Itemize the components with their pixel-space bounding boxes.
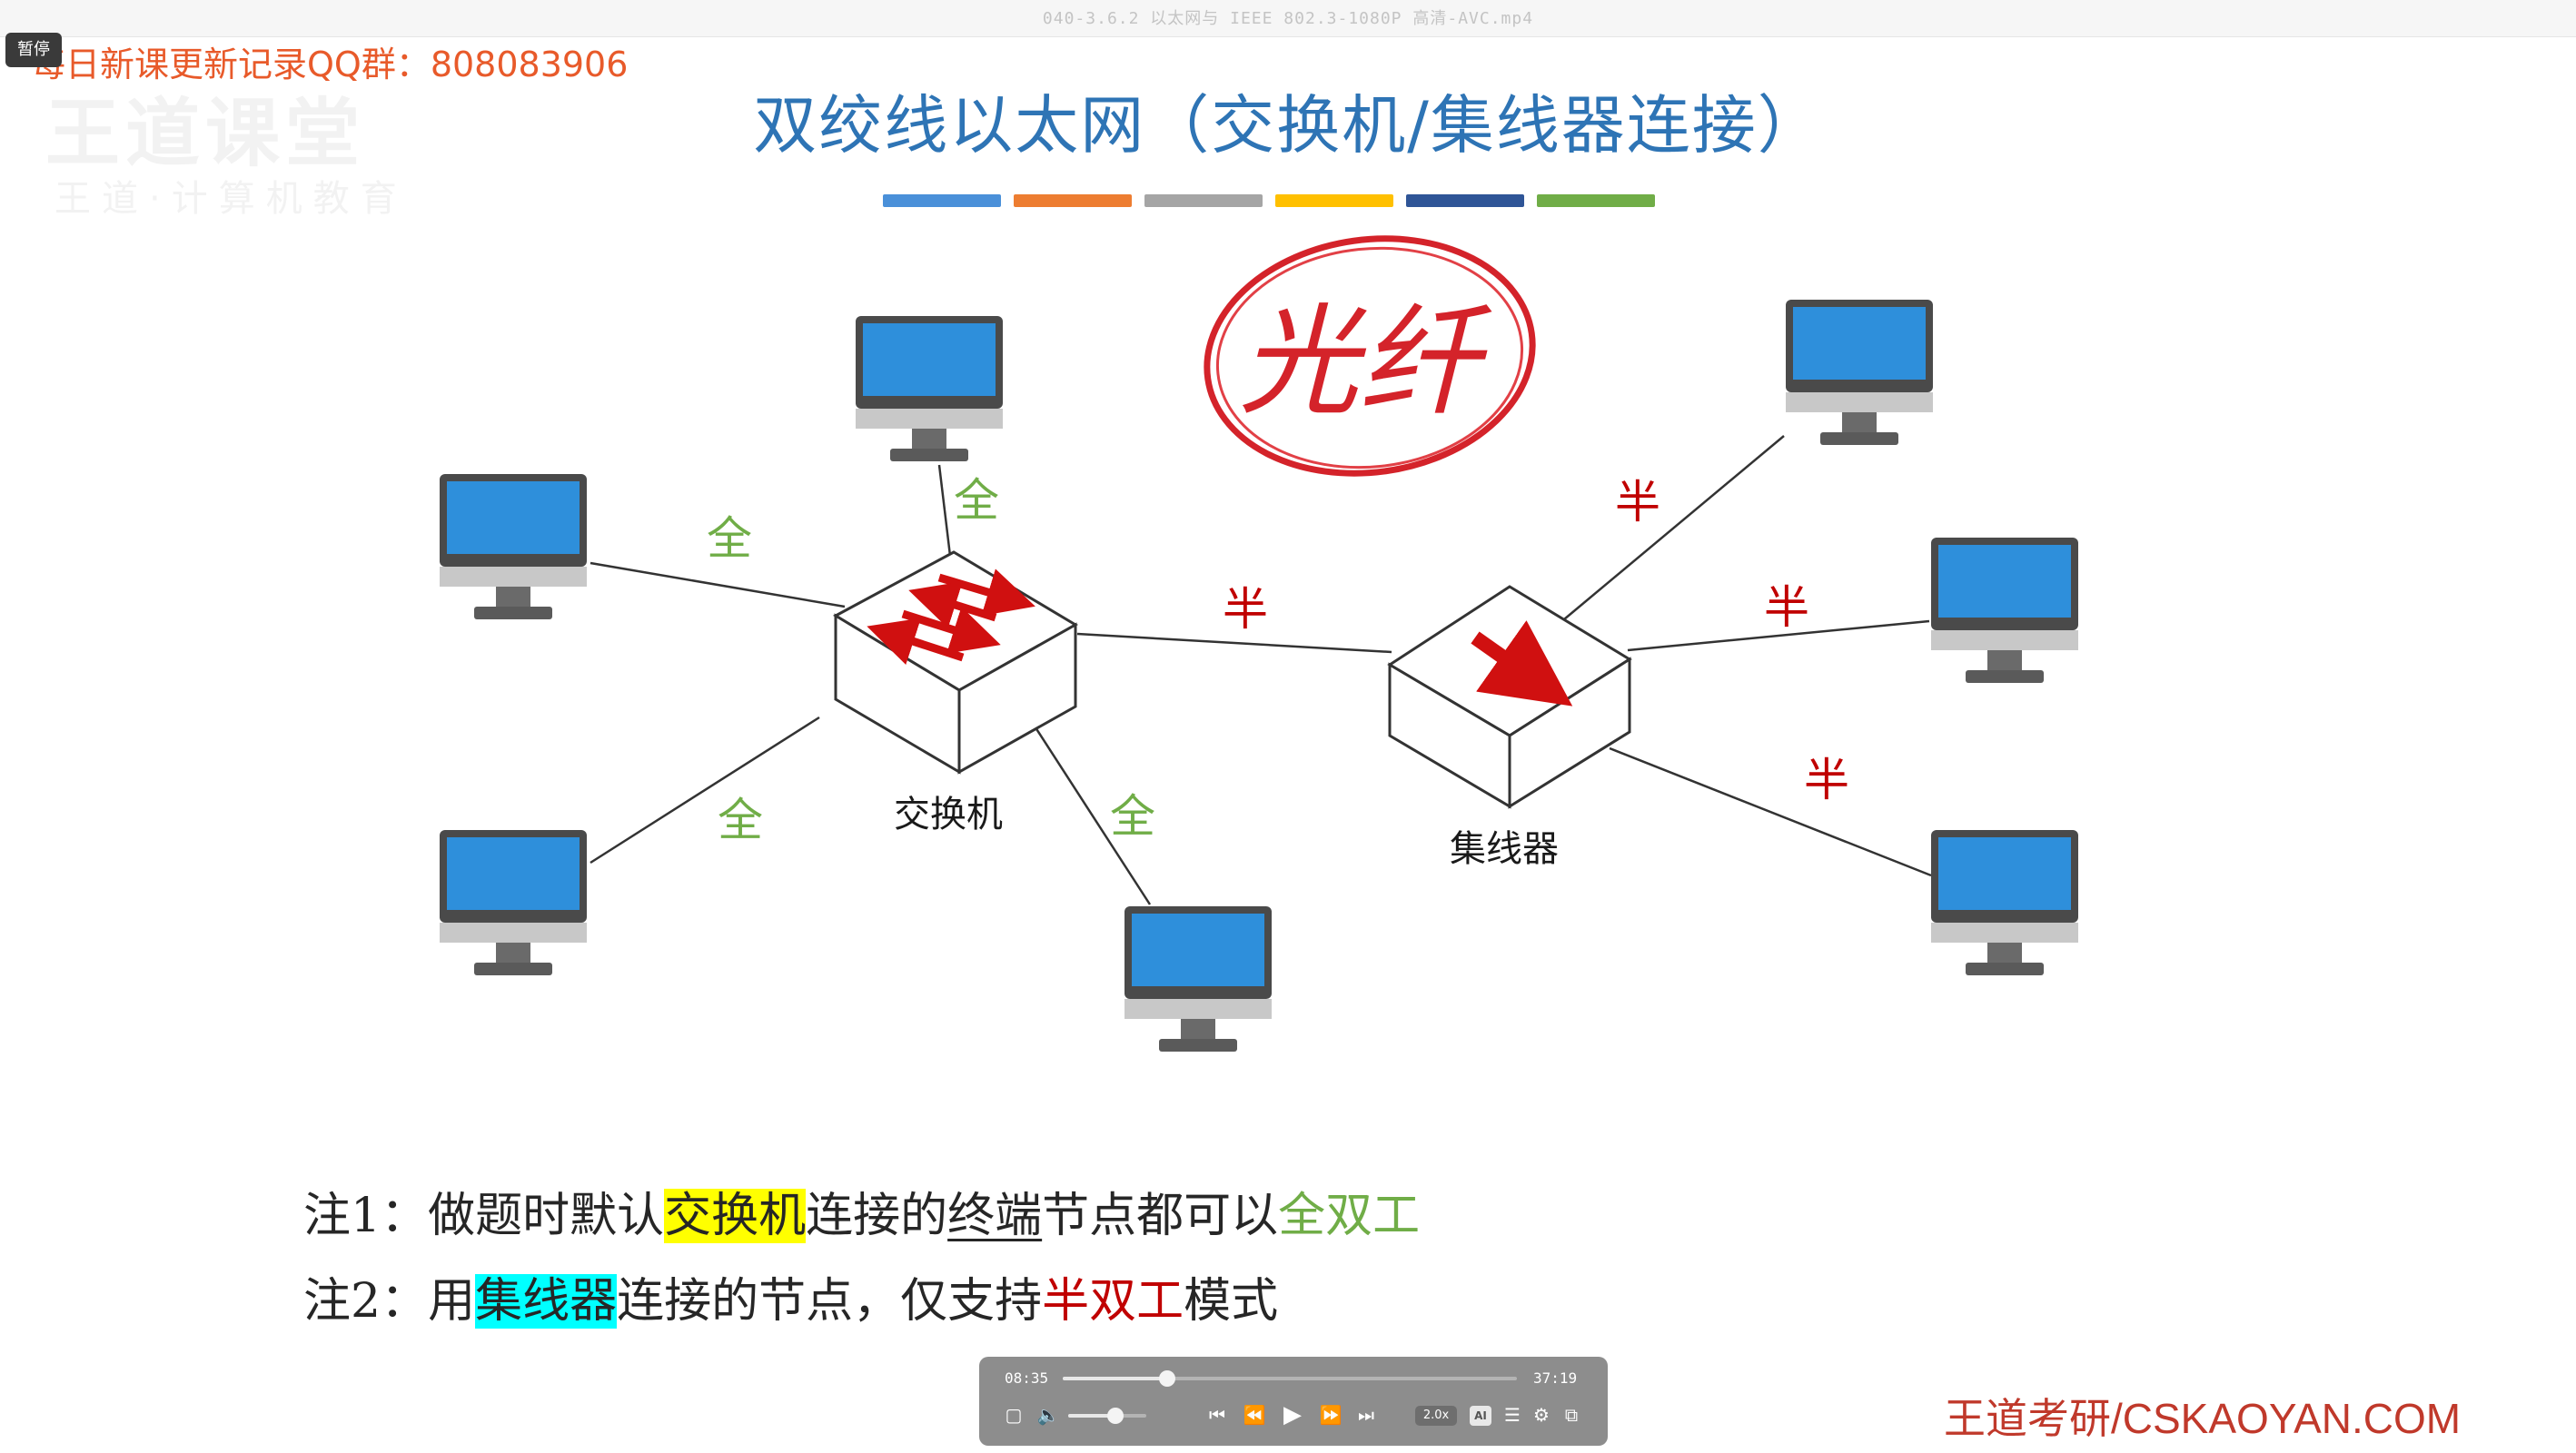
volume-slider[interactable] <box>1068 1408 1146 1424</box>
note-2-red: 半双工 <box>1042 1274 1184 1329</box>
pc-monitor-right-top <box>1786 300 1933 445</box>
note-1-end: 全双工 <box>1278 1189 1421 1243</box>
title-color-bars <box>883 194 1655 207</box>
link-hub-pc-middle <box>1627 619 1930 652</box>
progress-slider[interactable] <box>1063 1370 1517 1387</box>
settings-sliders-icon[interactable]: ⚙ <box>1533 1404 1550 1426</box>
network-diagram: 全 全 全 全 半 半 半 半 交换机 集线器 光纤 <box>440 235 2078 1052</box>
play-icon[interactable]: ▶ <box>1283 1401 1302 1428</box>
link-switch-pc-bottom <box>1032 724 1152 905</box>
qq-group-notice: 每日新课更新记录QQ群：808083906 <box>31 44 629 84</box>
note-1-prefix: 注1：做题时默认 <box>303 1189 665 1243</box>
note-2-highlight: 集线器 <box>475 1274 618 1329</box>
volume-fill <box>1068 1414 1115 1418</box>
fast-forward-icon[interactable]: ⏩ <box>1319 1404 1342 1426</box>
progress-knob[interactable] <box>1159 1370 1175 1387</box>
link-label-half-switch-hub: 半 <box>1223 583 1268 636</box>
note-2-prefix: 注2：用 <box>303 1274 476 1329</box>
skip-back-icon[interactable]: ⏮ <box>1209 1404 1225 1426</box>
note-2-end: 模式 <box>1184 1274 1279 1329</box>
playback-speed-button[interactable]: 2.0x <box>1415 1406 1457 1426</box>
link-switch-pc-top <box>937 464 952 557</box>
pc-monitor-top <box>856 316 1003 461</box>
video-file-title: 040-3.6.2 以太网与 IEEE 802.3-1080P 高清-AVC.m… <box>1042 9 1534 28</box>
volume-icon[interactable]: 🔈 <box>1036 1404 1060 1426</box>
note-1: 注1：做题时默认交换机连接的终端节点都可以全双工 <box>303 1177 1420 1245</box>
watermark-subtitle: 王道·计算机教育 <box>54 178 408 220</box>
link-label-full-top: 全 <box>954 474 999 527</box>
volume-knob[interactable] <box>1106 1408 1124 1424</box>
color-bar-5 <box>1406 194 1524 207</box>
window-title-bar: 040-3.6.2 以太网与 IEEE 802.3-1080P 高清-AVC.m… <box>0 0 2576 37</box>
hub-label: 集线器 <box>1450 828 1559 870</box>
slide-title: 双绞线以太网（交换机/集线器连接） <box>753 88 1823 163</box>
note-1-underlined: 终端 <box>947 1189 1043 1243</box>
pc-monitor-right-middle <box>1931 538 2078 683</box>
skip-forward-icon[interactable]: ⏭ <box>1358 1404 1374 1426</box>
pc-monitor-bottom <box>1125 906 1272 1052</box>
switch-device <box>832 550 1078 775</box>
pc-monitor-right-bottom <box>1931 830 2078 975</box>
note-2: 注2：用集线器连接的节点，仅支持半双工模式 <box>303 1262 1278 1330</box>
link-label-half-hub-middle: 半 <box>1764 581 1809 634</box>
link-label-half-hub-bottom: 半 <box>1804 754 1849 806</box>
brand-watermark: 王道考研/CSKAOYAN.COM <box>1944 1395 2462 1442</box>
note-1-mid1: 连接的 <box>806 1189 948 1243</box>
fiber-annotation-text: 光纤 <box>1239 292 1492 432</box>
video-player-controls: 08:35 37:19 ▢ 🔈 ⏮ ⏪ ▶ ⏩ ⏭ 2.0x AI ☰ ⚙ ⧉ <box>979 1357 1608 1446</box>
pause-indicator[interactable]: 暂停 <box>5 33 62 67</box>
link-switch-pc-left-top <box>590 561 846 608</box>
hub-device <box>1387 585 1632 809</box>
color-bar-6 <box>1537 194 1655 207</box>
current-time: 08:35 <box>1005 1369 1049 1387</box>
note-2-mid: 连接的节点，仅支持 <box>617 1274 1043 1329</box>
color-bar-1 <box>883 194 1001 207</box>
link-label-full-bottom: 全 <box>1110 790 1155 843</box>
link-switch-hub <box>1076 632 1392 654</box>
ai-button[interactable]: AI <box>1470 1406 1491 1426</box>
link-label-half-hub-top: 半 <box>1615 476 1660 529</box>
note-1-mid2: 节点都可以 <box>1042 1189 1279 1243</box>
pip-icon[interactable]: ⧉ <box>1564 1404 1579 1426</box>
link-label-full-left-bottom: 全 <box>718 794 763 846</box>
fiber-annotation: 光纤 <box>1204 235 1536 477</box>
progress-fill <box>1063 1377 1167 1380</box>
color-bar-4 <box>1275 194 1393 207</box>
pc-monitor-left-top <box>440 474 587 619</box>
color-bar-3 <box>1144 194 1263 207</box>
note-1-highlight: 交换机 <box>664 1189 807 1243</box>
watermark-logo-text: 王道课堂 <box>45 91 366 177</box>
rewind-icon[interactable]: ⏪ <box>1243 1404 1266 1426</box>
link-hub-pc-top <box>1563 435 1785 620</box>
subtitle-icon[interactable]: ▢ <box>1005 1404 1023 1426</box>
switch-label: 交换机 <box>894 794 1003 835</box>
color-bar-2 <box>1014 194 1132 207</box>
link-label-full-left-top: 全 <box>707 512 752 565</box>
playlist-icon[interactable]: ☰ <box>1504 1404 1521 1426</box>
link-hub-pc-bottom <box>1609 746 1932 877</box>
link-switch-pc-left-bottom <box>590 716 820 865</box>
pc-monitor-left-bottom <box>440 830 587 975</box>
total-time: 37:19 <box>1533 1369 1578 1387</box>
